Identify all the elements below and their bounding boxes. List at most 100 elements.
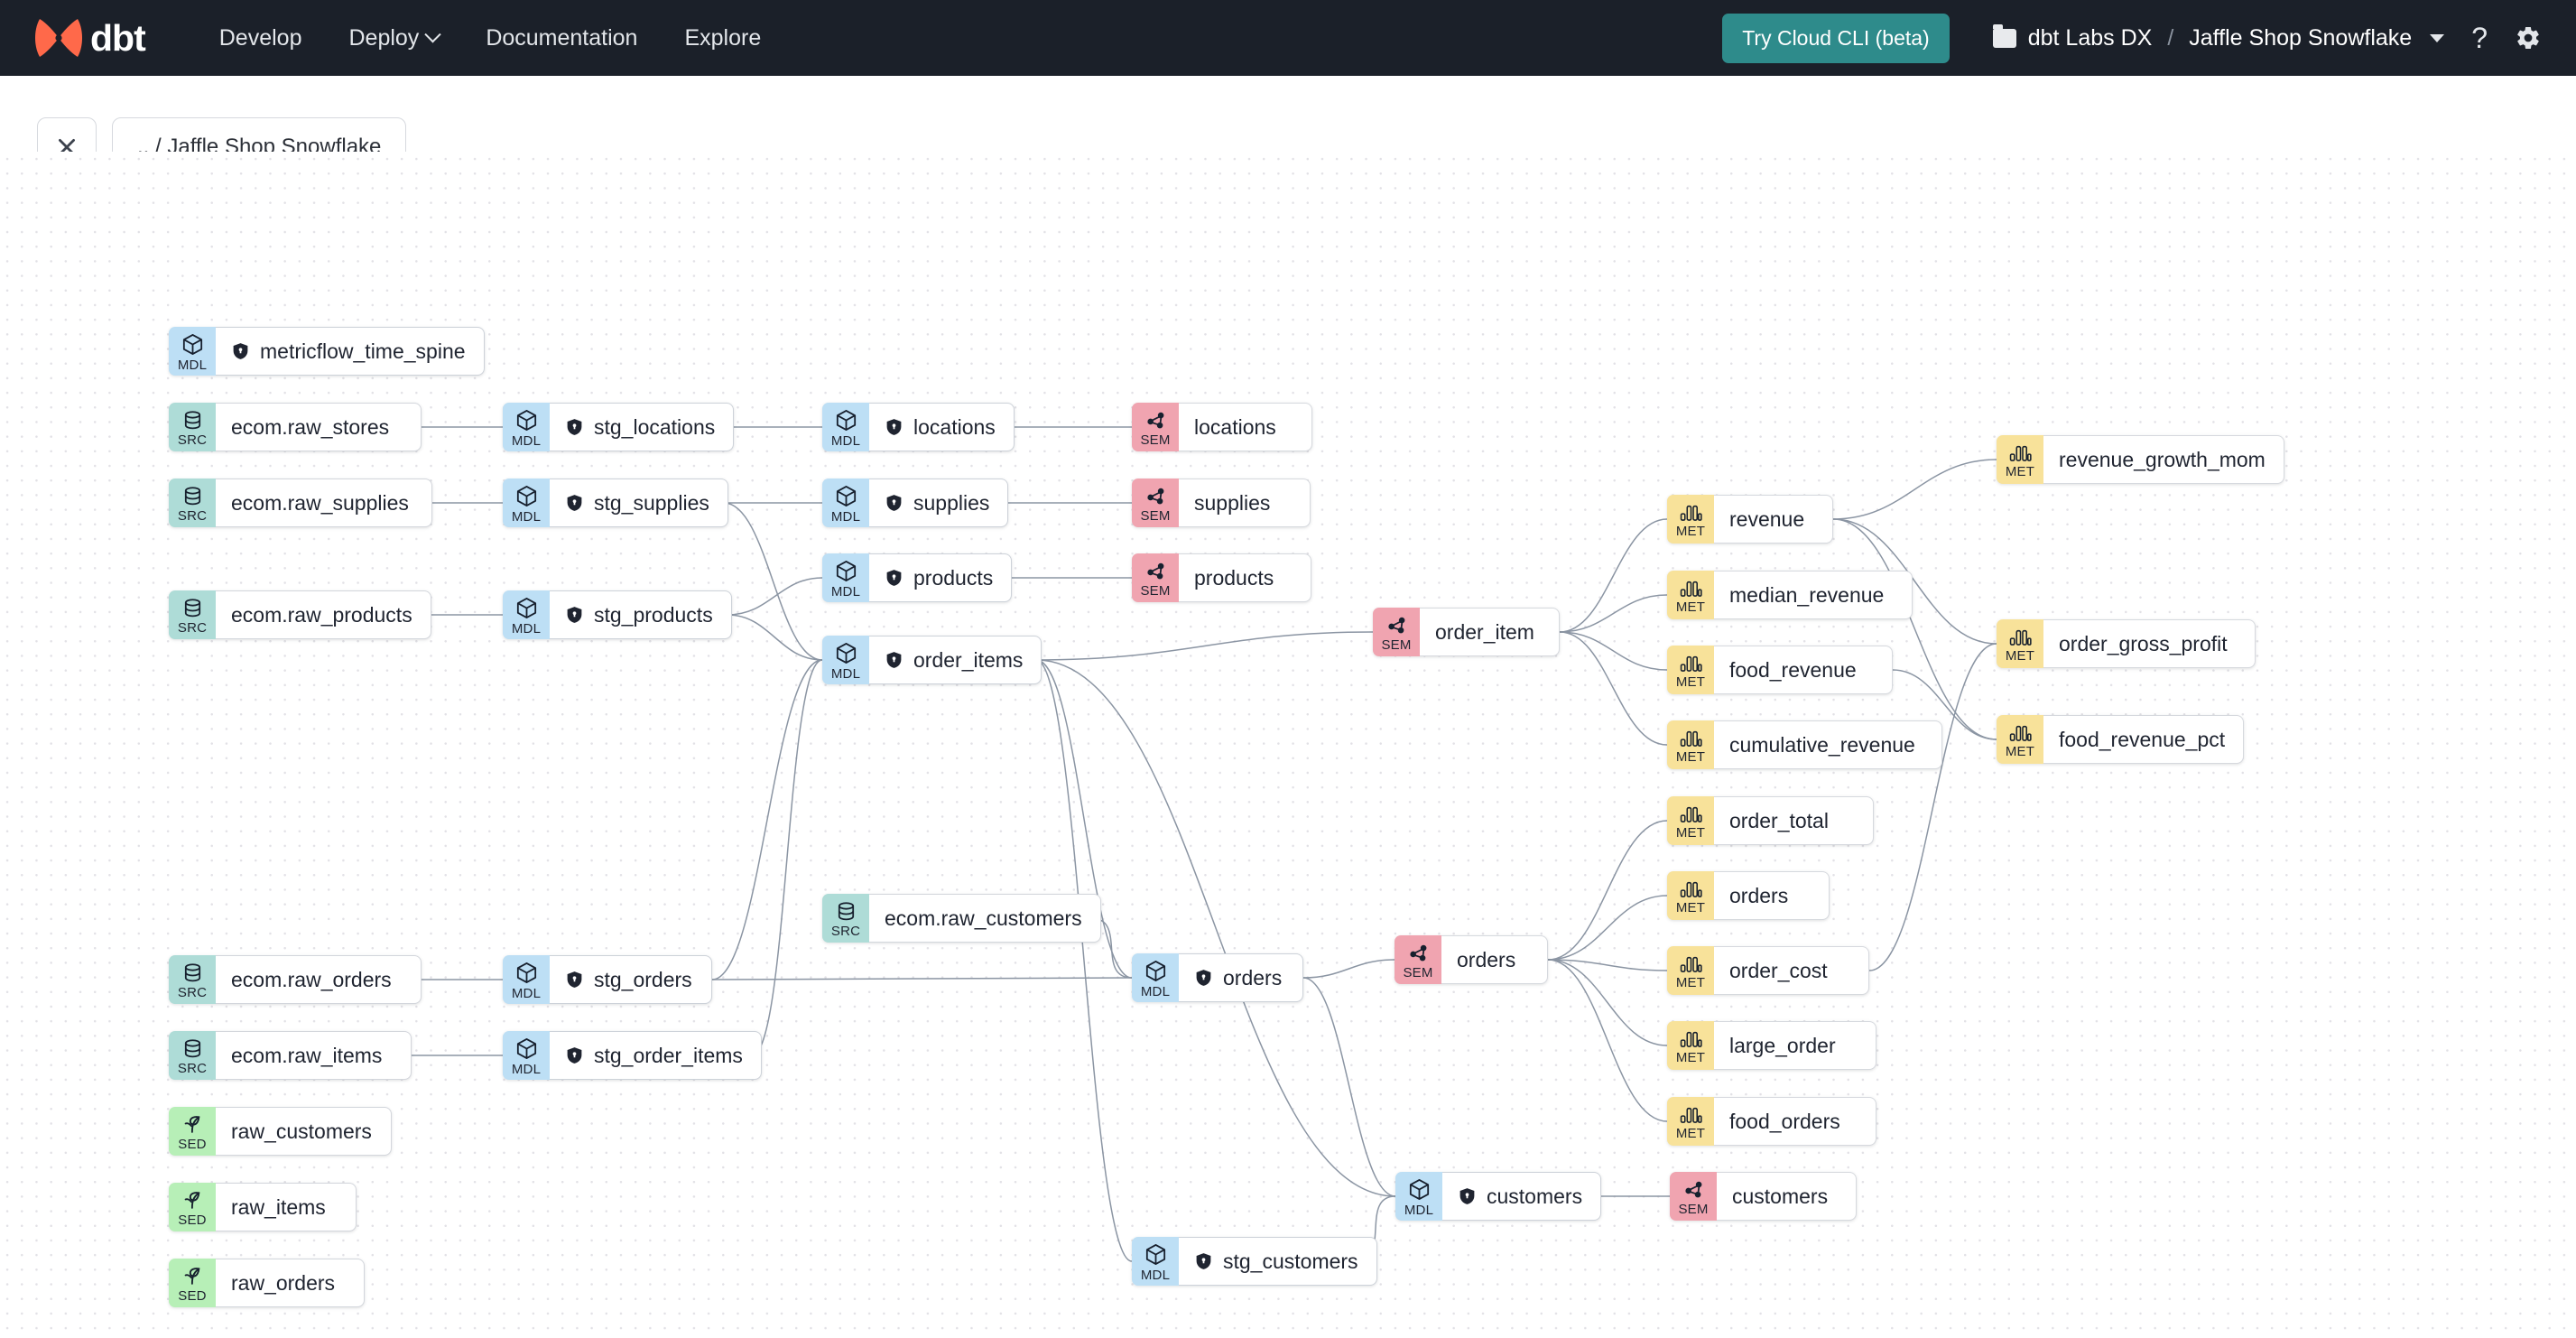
chevron-down-icon[interactable] bbox=[2430, 33, 2445, 42]
graph-node-body: customers bbox=[1717, 1172, 1857, 1221]
node-type-label: MET bbox=[1675, 523, 1706, 539]
top-navigation-right: Try Cloud CLI (beta) dbt Labs DX / Jaffl… bbox=[1722, 13, 2542, 63]
dbt-logo[interactable]: dbt bbox=[34, 16, 146, 60]
graph-node-body: products bbox=[1179, 553, 1311, 602]
lineage-edge bbox=[751, 659, 823, 1056]
node-type-label: MDL bbox=[830, 509, 861, 525]
chevron-down-icon bbox=[424, 25, 442, 42]
settings-button[interactable] bbox=[2515, 24, 2542, 51]
node-type-label: SEM bbox=[1140, 508, 1171, 524]
graph-node-body: ecom.raw_orders bbox=[216, 955, 422, 1004]
shield-icon bbox=[231, 341, 250, 361]
graph-node-stg_order_items[interactable]: MDL stg_order_items bbox=[503, 1031, 762, 1080]
graph-node-label: order_cost bbox=[1729, 958, 1828, 982]
graph-node-body: orders bbox=[1714, 871, 1830, 920]
graph-node-label: raw_orders bbox=[231, 1270, 336, 1295]
graph-node-body: stg_products bbox=[550, 590, 732, 639]
node-type-label: MET bbox=[1675, 824, 1706, 841]
lineage-edge bbox=[1547, 895, 1668, 961]
met-icon bbox=[2009, 723, 2032, 743]
nav-link-develop[interactable]: Develop bbox=[196, 0, 326, 76]
graph-node-body: stg_locations bbox=[550, 403, 735, 451]
shield-icon bbox=[885, 417, 903, 437]
graph-node-label: orders bbox=[1729, 883, 1789, 907]
sem-icon bbox=[1682, 1178, 1705, 1201]
lineage-edge bbox=[1559, 631, 1668, 746]
graph-node-body: food_revenue_pct bbox=[2043, 715, 2245, 764]
nav-link-documentation[interactable]: Documentation bbox=[462, 0, 661, 76]
lineage-edge bbox=[723, 502, 823, 661]
folder-icon bbox=[1992, 23, 2016, 48]
mdl-icon bbox=[834, 408, 858, 432]
lineage-edge bbox=[1547, 820, 1668, 961]
graph-node-body: stg_orders bbox=[550, 955, 712, 1004]
graph-node-body: customers bbox=[1442, 1172, 1602, 1221]
sem-icon bbox=[1144, 409, 1167, 432]
node-type-label: MDL bbox=[830, 433, 861, 449]
graph-node-label: food_revenue bbox=[1729, 657, 1857, 682]
help-button[interactable]: ? bbox=[2471, 22, 2488, 55]
graph-node-label: raw_items bbox=[231, 1194, 326, 1219]
node-type-label: MDL bbox=[511, 1062, 542, 1077]
project-name[interactable]: Jaffle Shop Snowflake bbox=[2189, 24, 2413, 51]
shield-icon bbox=[885, 650, 903, 670]
graph-node-body: food_revenue bbox=[1714, 646, 1893, 694]
graph-node-src_raw_supplies[interactable]: SRC ecom.raw_supplies bbox=[169, 479, 432, 527]
shield-icon bbox=[885, 493, 903, 513]
try-cloud-cli-button[interactable]: Try Cloud CLI (beta) bbox=[1722, 13, 1950, 63]
nav-link-deploy[interactable]: Deploy bbox=[325, 0, 462, 76]
mdl-icon bbox=[514, 484, 539, 508]
nav-link-explore[interactable]: Explore bbox=[661, 0, 784, 76]
account-name[interactable]: dbt Labs DX bbox=[2027, 24, 2153, 51]
dbt-logo-wordmark: dbt bbox=[90, 16, 146, 59]
src-icon bbox=[181, 962, 204, 984]
graph-toolbar: .. / Jaffle Shop Snowflake bbox=[0, 76, 2576, 251]
graph-node-body: order_item bbox=[1420, 608, 1560, 656]
graph-node-label: ecom.raw_supplies bbox=[231, 490, 409, 515]
graph-node-label: stg_order_items bbox=[594, 1043, 743, 1067]
src-type-badge: SRC bbox=[169, 479, 216, 527]
sem-type-badge: SEM bbox=[1373, 608, 1420, 656]
mdl-icon bbox=[1407, 1177, 1432, 1202]
lineage-edge bbox=[1559, 518, 1668, 633]
